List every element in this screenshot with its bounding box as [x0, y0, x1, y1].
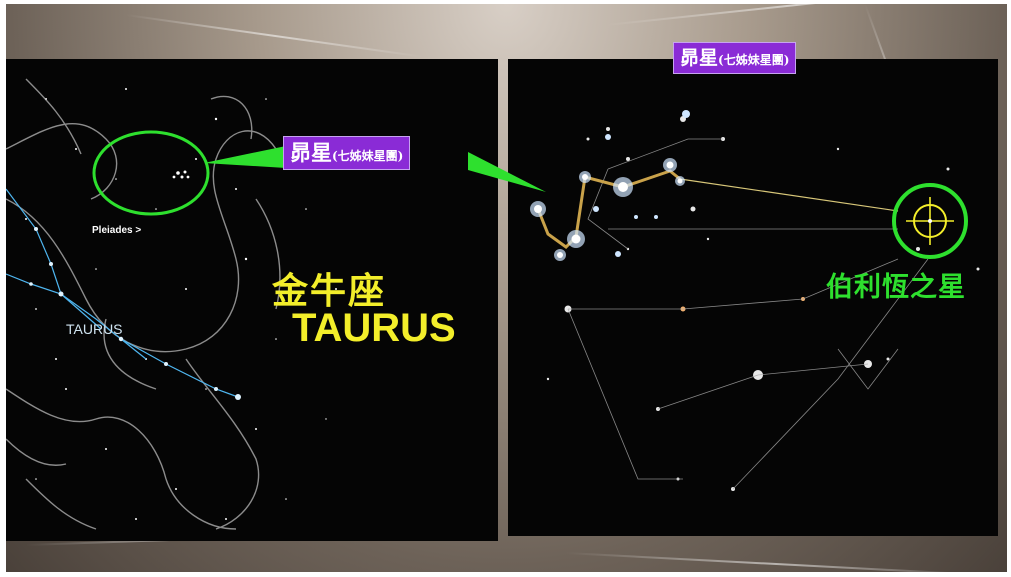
pleiades-label: 昴星(七姊妹星團) [283, 136, 411, 170]
light-streak [606, 4, 985, 26]
pointer-line-to-bethlehem [679, 178, 899, 212]
constellation-lines [6, 188, 239, 398]
taurus-chinese-title: 金牛座 [272, 270, 387, 312]
slide-background: Pleiades > TAURUS [6, 4, 1007, 572]
constellation-stars [29, 227, 241, 400]
light-streak [565, 552, 986, 572]
light-streak [125, 14, 424, 58]
pleiades-title: 昴星 [290, 140, 332, 165]
taurus-chart-panel: Pleiades > TAURUS [6, 59, 498, 541]
taurus-english-title: TAURUS [292, 306, 456, 350]
pleiades-subtitle: (七姊妹星團) [332, 149, 404, 163]
pleiades-asterism [530, 110, 690, 261]
pleiades-highlight-circle [92, 130, 210, 216]
sky-view-panel [508, 59, 998, 536]
bull-figure-outline [6, 78, 281, 530]
taurus-chart-label: TAURUS [66, 321, 123, 337]
sky-view-illustration [530, 110, 980, 491]
pleiades-subtitle: (七姊妹星團) [718, 53, 790, 67]
pleiades-chart-label: Pleiades > [92, 225, 142, 236]
bethlehem-star-label: 伯利恆之星 [826, 272, 966, 303]
star-field [546, 116, 980, 491]
bethlehem-star-target [892, 183, 968, 259]
pleiades-star-cluster [172, 170, 190, 179]
taurus-illustration [6, 78, 337, 530]
pleiades-title: 昴星 [680, 47, 719, 69]
pleiades-label-top: 昴星(七姊妹星團) [673, 42, 797, 74]
constellation-lines [567, 138, 929, 490]
